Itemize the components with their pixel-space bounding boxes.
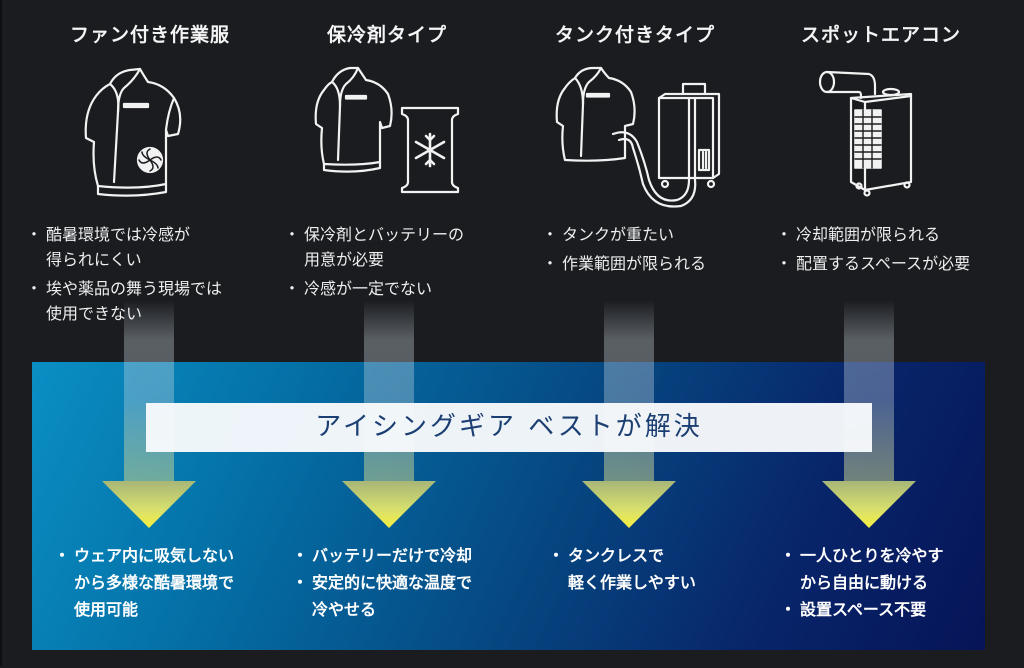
solution-banner: アイシングギア ベストが解決	[146, 403, 872, 452]
problem-item: 冷感が一定でない	[284, 276, 498, 301]
solution-item: バッテリーだけで冷却	[292, 542, 516, 569]
ice-pack-jacket-icon	[310, 62, 470, 197]
spot-air-conditioner-icon	[815, 62, 925, 202]
arrow-shaft-3	[604, 300, 654, 481]
solution-item: 設置スペース不要	[780, 596, 984, 623]
arrow-shaft-1	[124, 300, 174, 481]
problem-item: 作業範囲が限られる	[542, 251, 746, 276]
problem-item: タンクが重たい	[542, 222, 746, 247]
tank-jacket-icon	[553, 62, 728, 212]
arrow-shaft-2	[364, 300, 414, 481]
column-title-ice-pack: 保冷剤タイプ	[326, 24, 447, 46]
arrow-shaft-4	[844, 300, 894, 481]
problems-list-spot-ac: 冷却範囲が限られる 配置するスペースが必要	[776, 222, 1010, 280]
problem-item: 配置するスペースが必要	[776, 251, 1010, 276]
column-title-fan-jacket: ファン付き作業服	[69, 24, 230, 46]
problems-list-tank: タンクが重たい 作業範囲が限られる	[542, 222, 746, 280]
column-title-spot-ac: スポットエアコン	[800, 24, 961, 46]
fan-jacket-icon	[78, 62, 198, 202]
column-title-tank: タンク付きタイプ	[554, 24, 715, 46]
problem-item: 冷却範囲が限られる	[776, 222, 1010, 247]
